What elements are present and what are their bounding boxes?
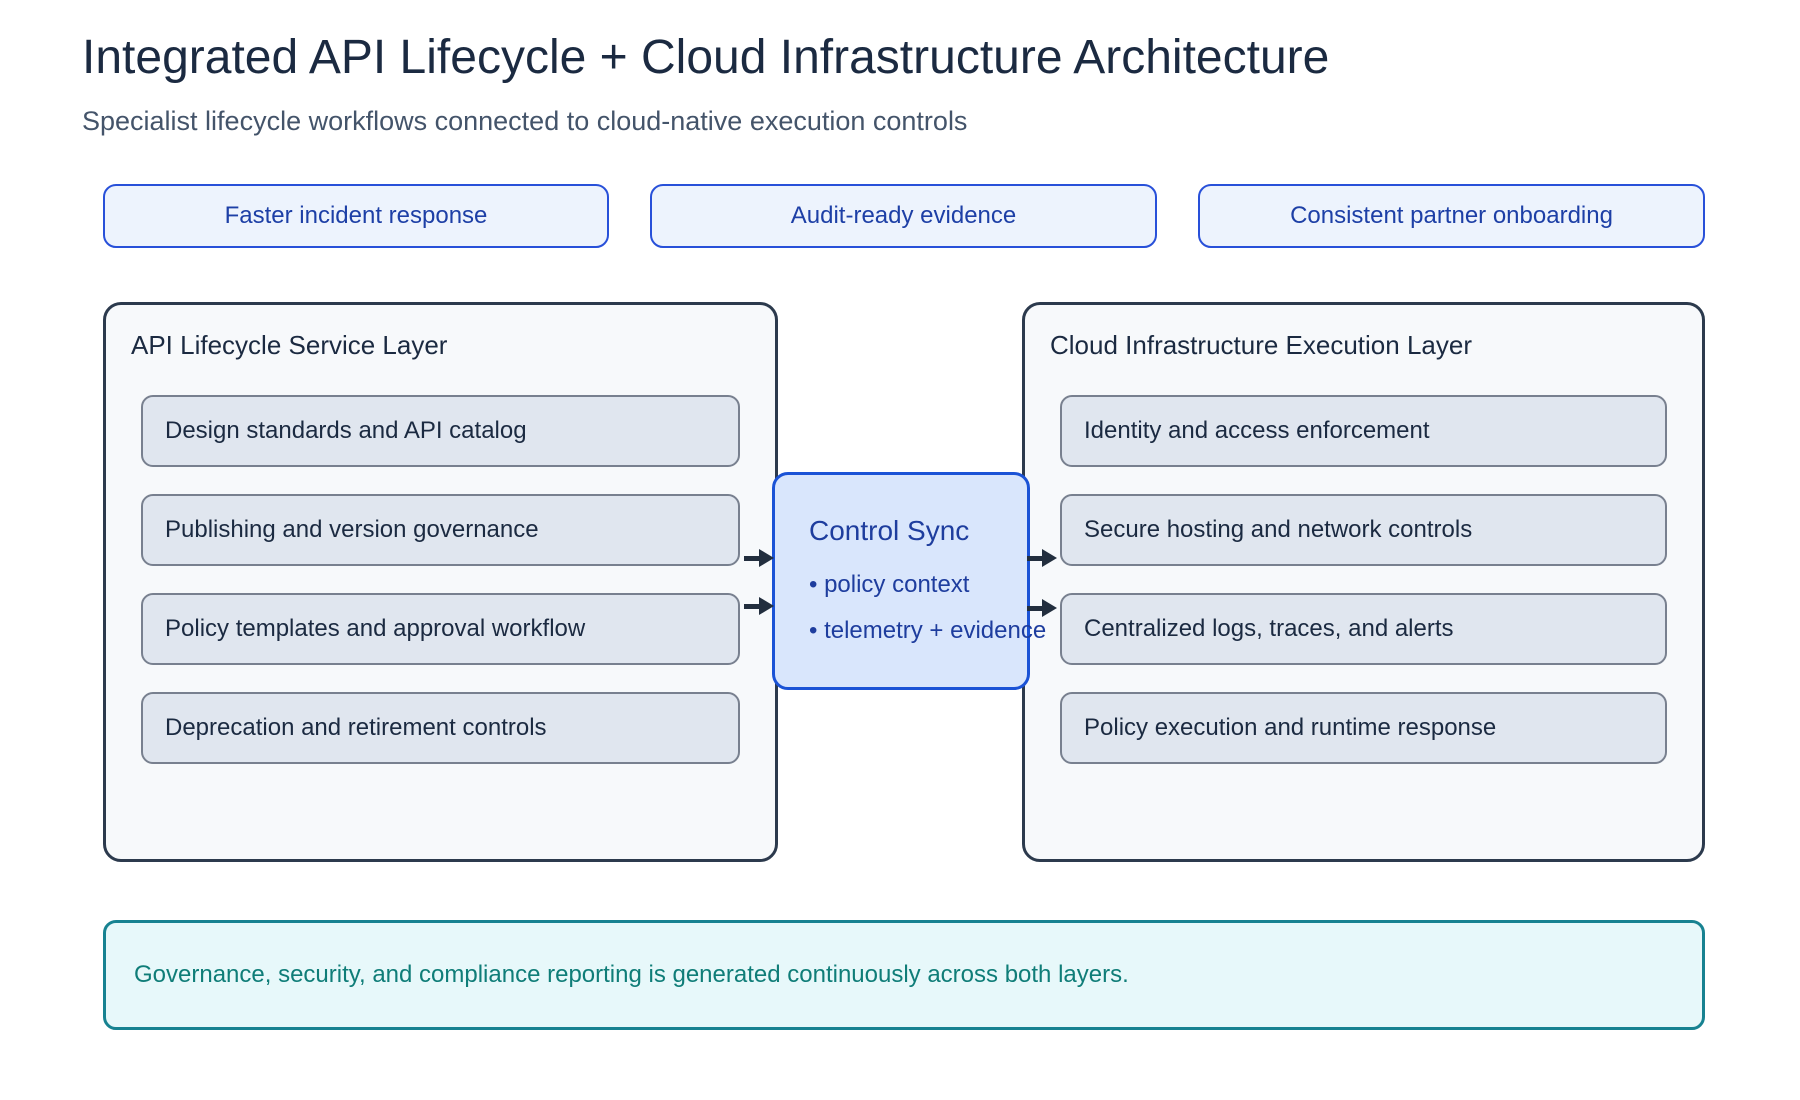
api-lifecycle-item-label: Deprecation and retirement controls [165,714,547,741]
arrow-shaft [744,555,759,561]
cloud-infra-layer-title: Cloud Infrastructure Execution Layer [1050,330,1472,360]
arrow-right-icon [1027,549,1057,567]
benefit-badge-partner-onboarding: Consistent partner onboarding [1198,184,1705,248]
governance-note-text: Governance, security, and compliance rep… [134,961,1129,988]
cloud-infra-layer-box [1022,302,1705,862]
cloud-infra-item: Policy execution and runtime response [1060,692,1667,764]
benefit-badge-incident-response: Faster incident response [103,184,609,248]
cloud-infra-item-label: Policy execution and runtime response [1084,714,1497,741]
cloud-infra-item: Centralized logs, traces, and alerts [1060,593,1667,665]
page-title: Integrated API Lifecycle + Cloud Infrast… [82,31,1330,84]
control-sync-box: Control Sync • policy context • telemetr… [772,472,1047,690]
arrow-shaft [1027,555,1042,561]
cloud-infra-item-label: Identity and access enforcement [1084,417,1430,444]
governance-note-banner: Governance, security, and compliance rep… [103,920,1705,1030]
cloud-infra-item: Secure hosting and network controls [1060,494,1667,566]
api-lifecycle-item: Publishing and version governance [141,494,740,566]
api-lifecycle-item-label: Policy templates and approval workflow [165,615,586,642]
benefit-badge-label: Audit-ready evidence [790,202,1017,229]
arrow-head [1042,599,1057,617]
api-lifecycle-item-label: Design standards and API catalog [165,417,527,444]
arrow-head [759,549,774,567]
arrow-head [759,597,774,615]
control-sync-bullet: • policy context [809,571,970,598]
api-lifecycle-item: Design standards and API catalog [141,395,740,467]
arrow-right-icon [1027,599,1057,617]
api-lifecycle-layer-title: API Lifecycle Service Layer [131,330,448,360]
cloud-infra-item-label: Secure hosting and network controls [1084,516,1473,543]
api-lifecycle-layer-box [103,302,778,862]
arrow-shaft [1027,605,1042,611]
cloud-infra-item: Identity and access enforcement [1060,395,1667,467]
control-sync-title: Control Sync [809,515,970,546]
benefit-badge-audit-evidence: Audit-ready evidence [650,184,1157,248]
control-sync-bullet: • telemetry + evidence [809,617,1047,644]
page-subtitle: Specialist lifecycle workflows connected… [82,106,968,136]
api-lifecycle-item-label: Publishing and version governance [165,516,539,543]
benefit-badge-label: Faster incident response [224,202,488,229]
arrow-right-icon [744,597,774,615]
benefit-badge-label: Consistent partner onboarding [1290,202,1613,229]
arrow-right-icon [744,549,774,567]
api-lifecycle-item: Policy templates and approval workflow [141,593,740,665]
arrow-head [1042,549,1057,567]
api-lifecycle-item: Deprecation and retirement controls [141,692,740,764]
arrow-shaft [744,603,759,609]
cloud-infra-item-label: Centralized logs, traces, and alerts [1084,615,1454,642]
